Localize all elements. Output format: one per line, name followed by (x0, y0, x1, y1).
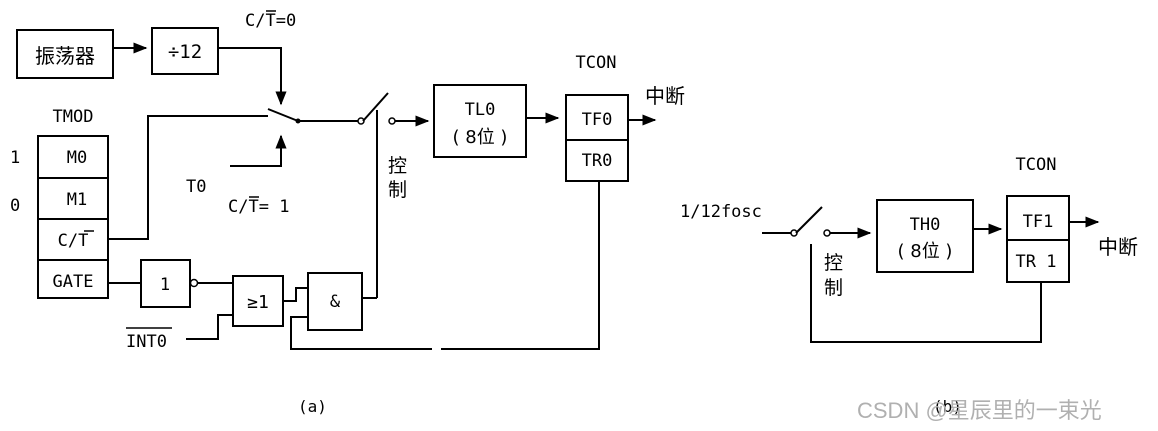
int0-pin-label: INT0 (126, 332, 167, 352)
tcon-b-flag: TF1 (1023, 212, 1054, 232)
oscillator-label: 振荡器 (35, 44, 95, 68)
control-switch-contact-right (388, 117, 396, 125)
control-label-1: 控 (388, 155, 407, 177)
tmod-gate: GATE (53, 272, 94, 292)
ct-select-wire (108, 115, 268, 240)
caption-a: (a) (298, 397, 327, 416)
tl0-box (433, 84, 527, 158)
tmod-m0: M0 (67, 148, 87, 168)
and-gate (307, 272, 363, 331)
tr0-feedback-right (441, 181, 600, 350)
not-gate-bubble (189, 278, 199, 288)
tcon-a-flag: TF0 (582, 110, 613, 130)
control-b-label-2: 制 (824, 277, 843, 299)
control-label-2: 制 (388, 179, 407, 201)
caption-b: (b) (933, 397, 962, 416)
or-gate (232, 275, 284, 327)
th0-box (876, 199, 974, 273)
interrupt-b-label: 中断 (1098, 235, 1138, 259)
tmod-title: TMOD (53, 107, 94, 127)
not-gate-label: 1 (160, 275, 170, 295)
input-b-label: 1/12fosc (680, 202, 762, 222)
switch-b-contact-right (823, 229, 831, 237)
control-b-label-1: 控 (824, 252, 843, 274)
tcon-a-box (565, 94, 629, 182)
or-gate-label: ≥1 (247, 292, 269, 313)
int0-to-or-wire (186, 314, 233, 340)
ct0-label: C/T=0 (245, 11, 296, 31)
divider-box (151, 27, 219, 75)
tr0-feedback-left (290, 316, 432, 350)
tcon-b-run: TR 1 (1016, 252, 1057, 272)
divider-to-switch-wire (218, 47, 287, 106)
t0-pin-label: T0 (186, 177, 206, 197)
or-to-and-wire (283, 287, 308, 302)
tcon-b-title: TCON (1016, 155, 1057, 175)
interrupt-a-label: 中断 (645, 84, 685, 108)
th0-size: ( 8位 ) (898, 241, 953, 262)
tl0-name: TL0 (465, 100, 496, 120)
t0-to-switch-wire (230, 134, 287, 167)
watermark: CSDN @星辰里的一束光 (857, 398, 1102, 423)
tmod-bit-m0: 1 (10, 148, 20, 168)
control-switch-blade (362, 92, 389, 122)
tcon-a-run: TR0 (582, 151, 613, 171)
tcon-a-title: TCON (576, 53, 617, 73)
tmod-bit-m1: 0 (10, 196, 20, 216)
oscillator-box (16, 29, 114, 79)
mode-switch-blade (267, 108, 299, 122)
divider-label: ÷12 (168, 41, 202, 63)
tr1-feedback-wire (810, 244, 1042, 343)
tmod-box (37, 135, 109, 299)
tmod-m1: M1 (67, 190, 87, 210)
tl0-size: ( 8位 ) (453, 127, 508, 148)
switch-b-blade (795, 206, 823, 234)
and-gate-label: & (330, 292, 341, 312)
ct1-label: C/T= 1 (228, 197, 289, 217)
th0-name: TH0 (910, 215, 941, 235)
tmod-ct: C/T (58, 231, 89, 251)
